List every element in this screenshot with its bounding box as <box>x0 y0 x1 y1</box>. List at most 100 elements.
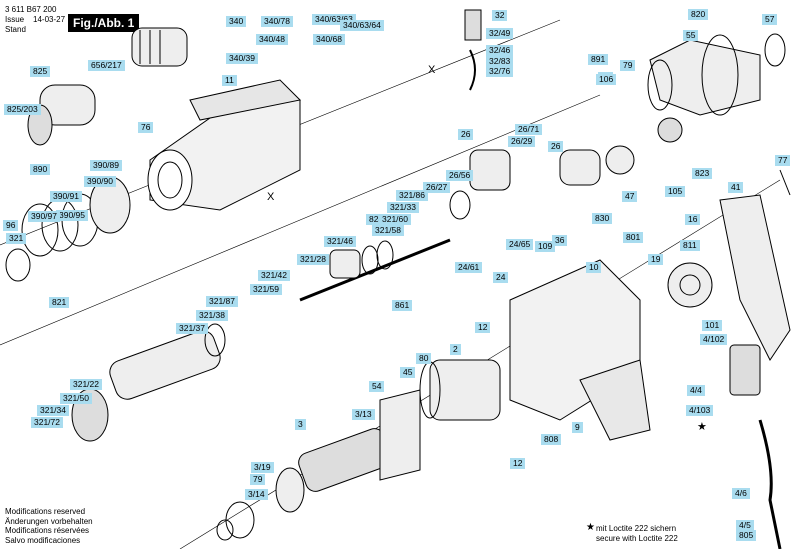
part-number-label: 4/4 <box>687 385 705 396</box>
part-number-label: 54 <box>369 381 385 392</box>
part-number-label: 340/48 <box>256 34 288 45</box>
part-number-label: 321 <box>6 233 27 244</box>
part-number-label: 3/19 <box>251 462 274 473</box>
part-number-label: 24 <box>493 272 509 283</box>
part-number-label: 340/39 <box>226 53 258 64</box>
part-number-label: 3/14 <box>245 489 268 500</box>
part-number-label: 105 <box>665 186 686 197</box>
stand-label: Stand <box>5 25 26 34</box>
part-number-label: 340/68 <box>313 34 345 45</box>
power-cord-part <box>758 419 782 549</box>
part-number-label: 390/95 <box>56 210 88 221</box>
x-mark-top: X <box>428 64 436 76</box>
part-number-label: 2 <box>450 344 461 355</box>
carbon-brush-part <box>464 9 482 91</box>
part-number-label: 26/71 <box>515 124 543 135</box>
part-number-label: 19 <box>648 254 664 265</box>
part-number-label: 3/13 <box>352 409 375 420</box>
part-number-label: 36 <box>552 235 568 246</box>
part-number-label: 45 <box>400 367 416 378</box>
part-number-label: 321/50 <box>60 393 92 404</box>
part-number-label: 820 <box>688 9 709 20</box>
part-number-label: 26/27 <box>423 182 451 193</box>
part-number-label: 9 <box>572 422 583 433</box>
part-number-label: 390/90 <box>84 176 116 187</box>
modifications-note: Modifications reserved Änderungen vorbeh… <box>5 507 93 545</box>
part-number-label: 24/65 <box>506 239 534 250</box>
part-number-label: 340/63/64 <box>340 20 384 31</box>
tool-holder-part <box>27 84 96 146</box>
part-number-label: 26/29 <box>508 136 536 147</box>
part-number-label: 321/46 <box>324 236 356 247</box>
part-number-label: 101 <box>702 320 723 331</box>
stator-part <box>419 359 501 421</box>
part-number-label: 890 <box>30 164 51 175</box>
part-number-label: 26 <box>458 129 474 140</box>
part-number-label: 891 <box>588 54 609 65</box>
part-number-label: 24/61 <box>455 262 483 273</box>
part-number-label: 656/217 <box>88 60 125 71</box>
part-number-label: 823 <box>692 168 713 179</box>
part-number-label: 32/49 <box>486 28 514 39</box>
doc-number: 3 611 B67 200 <box>5 5 57 14</box>
star-mark: ★ <box>697 421 707 433</box>
part-number-label: 79 <box>250 474 266 485</box>
part-number-label: 32 <box>492 10 508 21</box>
gear-cluster-part <box>559 117 683 186</box>
document-header: 3 611 B67 200 Issue Stand <box>5 5 56 35</box>
issue-date: 14-03-27 <box>33 15 66 24</box>
part-number-label: 811 <box>680 240 700 251</box>
switch-part <box>729 344 761 396</box>
part-number-label: 340/78 <box>261 16 293 27</box>
part-number-label: 321/34 <box>37 405 69 416</box>
gear-housing-part <box>147 79 302 211</box>
star-icon: ★ <box>586 522 595 533</box>
part-number-label: 390/97 <box>28 211 60 222</box>
part-number-label: 390/91 <box>50 191 82 202</box>
intermediate-shaft-part <box>299 149 511 302</box>
part-number-label: 41 <box>728 182 744 193</box>
footer-line: Änderungen vorbehalten <box>5 516 93 526</box>
part-number-label: 321/60 <box>379 214 411 225</box>
part-number-label: 12 <box>475 322 491 333</box>
part-number-label: 96 <box>3 220 19 231</box>
part-number-label: 821 <box>49 297 70 308</box>
part-number-label: 321/22 <box>70 379 102 390</box>
baffle-part <box>379 389 421 481</box>
part-number-label: 321/33 <box>387 202 419 213</box>
part-number-label: 10 <box>586 262 602 273</box>
part-number-label: 825/203 <box>4 104 41 115</box>
part-number-label: 3 <box>295 419 306 430</box>
issue-label: Issue <box>5 15 25 24</box>
part-number-label: 825 <box>30 66 51 77</box>
part-number-label: 11 <box>222 75 237 86</box>
part-number-label: 55 <box>683 30 699 41</box>
part-number-label: 79 <box>620 60 636 71</box>
footer-line: Salvo modificaciones <box>5 535 81 545</box>
part-number-label: 801 <box>623 232 644 243</box>
part-number-label: 390/89 <box>90 160 122 171</box>
rear-cap-part <box>647 33 786 116</box>
part-number-label: 321/28 <box>297 254 329 265</box>
part-number-label: 12 <box>510 458 526 469</box>
brush-holder-part <box>667 262 713 308</box>
loctite-en: secure with Loctite 222 <box>596 533 678 543</box>
x-mark-housing: X <box>267 191 275 203</box>
part-number-label: 32/76 <box>486 66 514 77</box>
part-number-label: 4/5 <box>736 520 754 531</box>
part-number-label: 57 <box>762 14 778 25</box>
part-number-label: 340 <box>226 16 247 27</box>
part-number-label: 4/102 <box>700 334 728 345</box>
handle-part <box>719 169 791 361</box>
part-number-label: 32/46 <box>486 45 514 56</box>
part-number-label: 321/86 <box>396 190 428 201</box>
part-number-label: 4/6 <box>732 488 750 499</box>
part-number-label: 77 <box>775 155 791 166</box>
chuck-part <box>131 27 188 67</box>
part-number-label: 106 <box>596 74 617 85</box>
part-number-label: 321/87 <box>206 296 238 307</box>
part-number-label: 828 <box>366 214 387 225</box>
footer-line: Modifications reserved <box>5 507 86 516</box>
part-number-label: 321/72 <box>31 417 63 428</box>
